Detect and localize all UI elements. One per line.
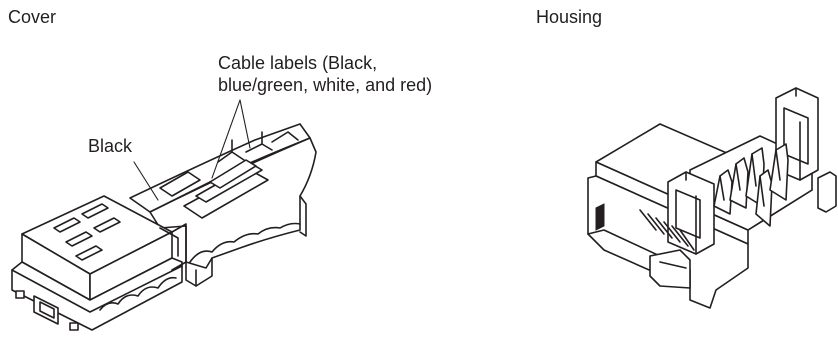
cable-labels-callout-line1: Cable labels (Black, bbox=[218, 53, 378, 73]
black-callout: Black bbox=[88, 136, 133, 156]
cover-hinged-lid bbox=[129, 123, 317, 287]
black-leader bbox=[133, 161, 159, 201]
cable-labels-leader-1 bbox=[211, 99, 241, 179]
housing-title: Housing bbox=[536, 7, 603, 27]
cable-label-slot-black bbox=[159, 171, 201, 197]
cable-labels-callout-line2: blue/green, white, and red) bbox=[218, 75, 433, 95]
cable-labels-callout: Cable labels (Black, blue/green, white, … bbox=[218, 52, 432, 96]
housing-drawing bbox=[587, 87, 837, 309]
cover-drawing bbox=[11, 99, 317, 331]
cable-labels-leader-2 bbox=[239, 99, 251, 149]
housing-contact-pins bbox=[713, 143, 789, 227]
cover-body bbox=[11, 195, 187, 331]
cover-title: Cover bbox=[8, 7, 57, 27]
